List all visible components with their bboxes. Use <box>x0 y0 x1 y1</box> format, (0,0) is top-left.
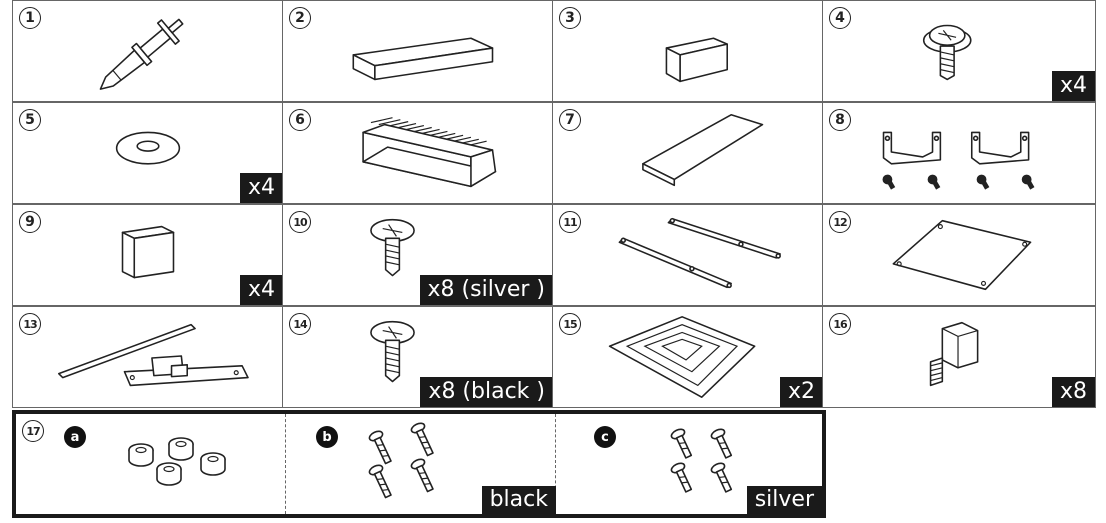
part-cell-9: 9 x4 <box>12 204 284 306</box>
part-number-14: 14 <box>289 313 311 335</box>
part-number-6: 6 <box>289 109 311 131</box>
part-group-17: 17 a b black c s <box>12 410 826 518</box>
part-cell-13: 13 <box>12 306 284 408</box>
part-number-9: 9 <box>19 211 41 233</box>
part-number-16: 16 <box>829 313 851 335</box>
part-number-13: 13 <box>19 313 41 335</box>
subgroup-letter-b: b <box>316 426 338 448</box>
subgroup-b: b black <box>286 414 556 514</box>
quantity-badge-15: x2 <box>779 377 823 407</box>
black-screw-icon <box>370 320 415 383</box>
quantity-badge-9: x4 <box>239 275 283 305</box>
part-cell-11: 11 <box>552 204 824 306</box>
quantity-badge-4: x4 <box>1051 71 1095 101</box>
part-number-5: 5 <box>19 109 41 131</box>
subgroup-label-c: silver <box>746 486 822 514</box>
mounting-brackets-icon <box>882 131 1035 190</box>
part-cell-6: 6 <box>282 102 554 204</box>
rubber-grommets-icon <box>128 437 226 486</box>
mounting-rails-icon <box>618 217 781 289</box>
thermal-paste-syringe-icon <box>99 18 184 90</box>
quantity-badge-14: x8 (black ) <box>420 377 553 407</box>
silver-fan-screws-icon <box>670 428 733 493</box>
quantity-badge-16: x8 <box>1051 377 1095 407</box>
part-number-17: 17 <box>22 420 44 442</box>
subgroup-letter-c: c <box>594 426 616 448</box>
screw-with-washer-icon <box>922 24 972 81</box>
heatsink-icon <box>362 117 497 188</box>
part-cell-14: 14 x8 (black ) <box>282 306 554 408</box>
part-cell-1: 1 <box>12 0 284 102</box>
thermal-pad-bar-icon <box>352 37 494 81</box>
part-cell-3: 3 <box>552 0 824 102</box>
thermal-frame-icon <box>608 316 756 398</box>
part-cell-4: 4 x4 <box>822 0 1096 102</box>
quantity-badge-10: x8 (silver ) <box>419 275 553 305</box>
dashed-divider <box>285 414 286 514</box>
subgroup-c: c silver <box>556 414 822 514</box>
part-cell-16: 16 x8 <box>822 306 1096 408</box>
washer-icon <box>115 131 181 165</box>
thermal-pad-cube-icon <box>121 225 175 279</box>
part-number-4: 4 <box>829 7 851 29</box>
part-cell-10: 10 x8 (silver ) <box>282 204 554 306</box>
part-cell-15: 15 x2 <box>552 306 824 408</box>
part-cell-8: 8 <box>822 102 1096 204</box>
thermal-pad-block-icon <box>665 37 728 83</box>
part-number-3: 3 <box>559 7 581 29</box>
part-cell-5: 5 x4 <box>12 102 284 204</box>
part-number-2: 2 <box>289 7 311 29</box>
part-number-1: 1 <box>19 7 41 29</box>
subgroup-letter-a: a <box>64 426 86 448</box>
part-number-12: 12 <box>829 211 851 233</box>
black-fan-screws-icon <box>368 422 434 499</box>
silver-screw-icon <box>370 218 415 277</box>
part-cell-7: 7 <box>552 102 824 204</box>
part-cell-12: 12 <box>822 204 1096 306</box>
backplate-sheet-icon <box>892 219 1032 291</box>
dashed-divider <box>555 414 556 514</box>
parts-grid: 1 2 3 4 <box>12 0 1096 412</box>
quantity-badge-5: x4 <box>239 173 283 203</box>
fan-connector-board-icon <box>57 323 249 387</box>
part-number-11: 11 <box>559 211 581 233</box>
part-number-10: 10 <box>289 211 311 233</box>
part-number-7: 7 <box>559 109 581 131</box>
part-cell-2: 2 <box>282 0 554 102</box>
thermal-pad-sheet-icon <box>642 113 764 187</box>
subgroup-label-b: black <box>481 486 556 514</box>
part-number-15: 15 <box>559 313 581 335</box>
standoff-icon <box>929 321 979 387</box>
part-number-8: 8 <box>829 109 851 131</box>
subgroup-a: a <box>16 414 286 514</box>
